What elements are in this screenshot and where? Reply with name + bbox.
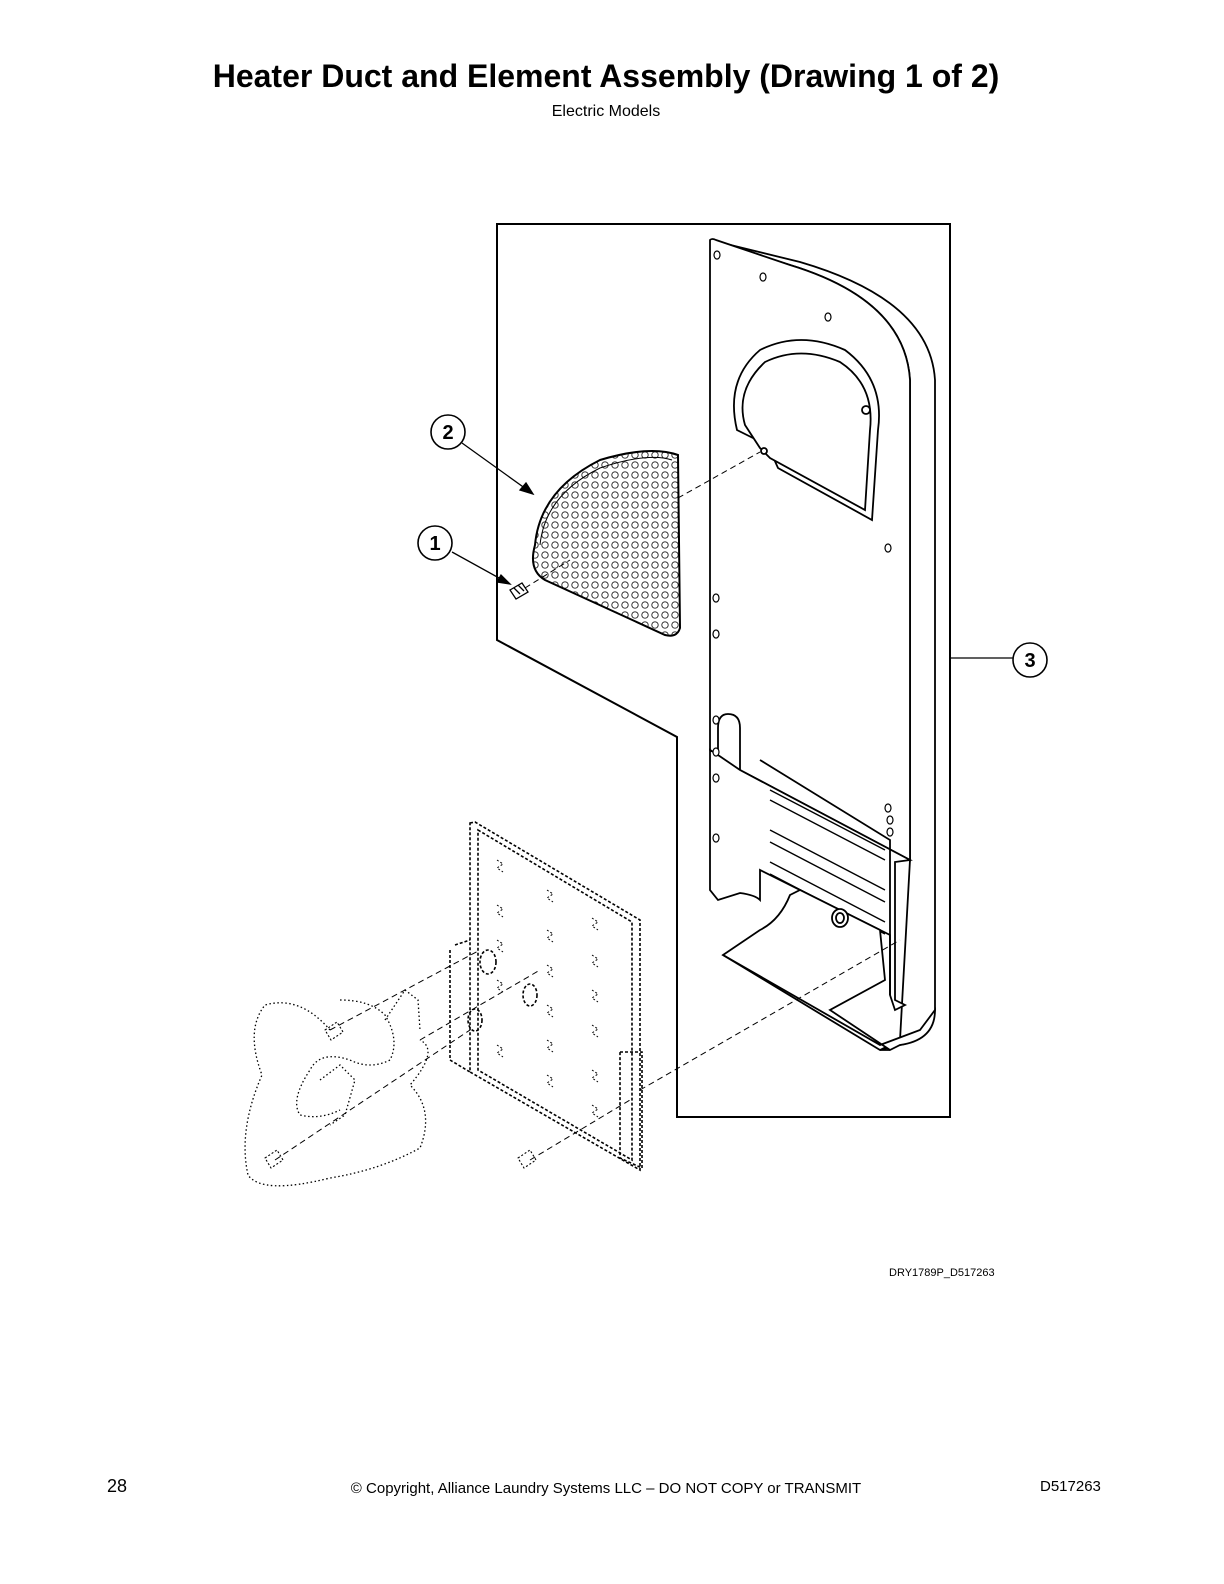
drawing-code: DRY1789P_D517263	[889, 1267, 995, 1279]
callout-3: 3	[1012, 642, 1048, 678]
alignment-lines	[274, 451, 901, 1161]
svg-text:1: 1	[429, 533, 440, 555]
page-subtitle: Electric Models	[551, 103, 661, 120]
page-title: Heater Duct and Element Assembly (Drawin…	[212, 58, 1000, 94]
callout-2: 2	[430, 414, 466, 450]
callout-1: 1	[417, 525, 453, 561]
screw	[509, 582, 529, 600]
phantom-screws	[264, 1021, 537, 1169]
page-number: 28	[107, 1476, 128, 1496]
assembly-frame	[496, 223, 951, 1118]
svg-text:2: 2	[442, 422, 453, 444]
copyright-notice: © Copyright, Alliance Laundry Systems LL…	[350, 1480, 862, 1497]
duct-mounting-holes	[712, 250, 894, 843]
wire-harness-phantom	[244, 989, 429, 1187]
document-id: D517263	[1040, 1478, 1101, 1495]
lint-grill	[532, 450, 682, 637]
svg-text:3: 3	[1024, 650, 1035, 672]
heater-element-phantom	[449, 821, 643, 1172]
callout-leaders	[451, 442, 1013, 659]
element-coil-markers	[496, 859, 599, 1118]
heater-duct	[709, 238, 936, 1052]
